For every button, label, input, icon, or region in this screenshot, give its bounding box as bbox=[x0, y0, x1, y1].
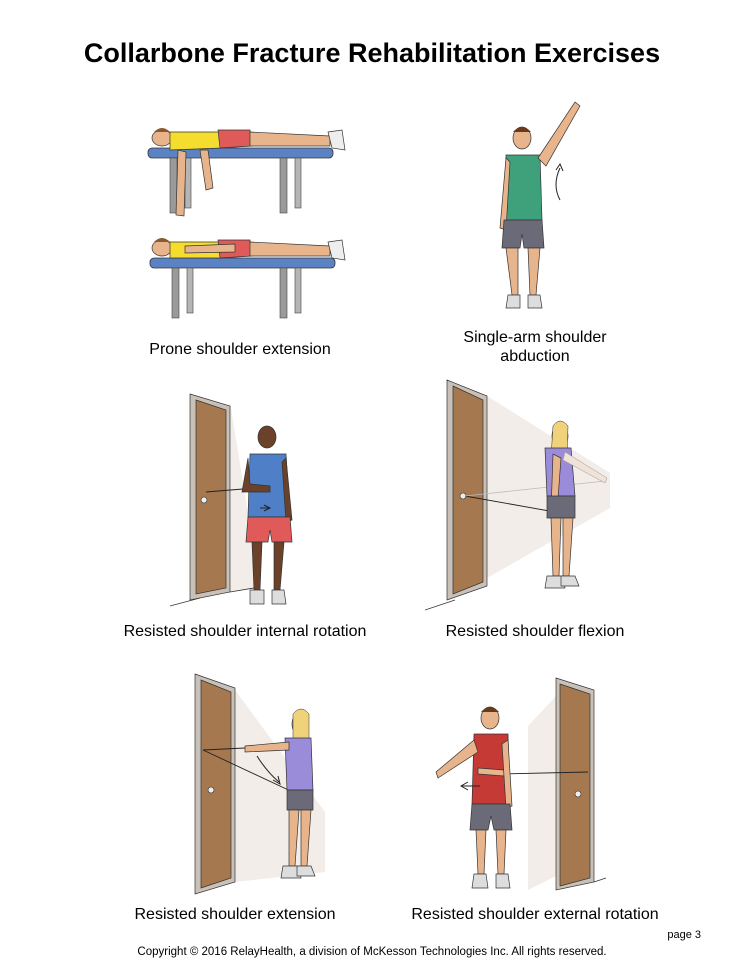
caption-line-1: Single-arm shoulder bbox=[463, 329, 607, 346]
page-number: page 3 bbox=[667, 929, 701, 941]
figure-resisted-shoulder-internal-rotation bbox=[170, 392, 310, 612]
figure-resisted-shoulder-external-rotation bbox=[428, 676, 608, 898]
figure-resisted-shoulder-extension bbox=[185, 672, 335, 897]
caption-line-2: abduction bbox=[500, 348, 570, 365]
caption-single-arm-shoulder-abduction: Single-arm shoulder abduction bbox=[430, 328, 640, 366]
person-prone-arms-up bbox=[151, 238, 346, 261]
copyright-notice: Copyright © 2016 RelayHealth, a division… bbox=[137, 946, 607, 958]
figure-resisted-shoulder-flexion bbox=[425, 378, 615, 613]
figure-single-arm-shoulder-abduction bbox=[490, 100, 590, 315]
caption-resisted-shoulder-internal-rotation: Resisted shoulder internal rotation bbox=[123, 623, 367, 640]
caption-prone-shoulder-extension: Prone shoulder extension bbox=[149, 341, 331, 358]
person-prone-arms-down bbox=[151, 128, 346, 217]
page-title: Collarbone Fracture Rehabilitation Exerc… bbox=[83, 38, 661, 68]
bench-lower bbox=[149, 257, 336, 319]
figure-prone-shoulder-extension bbox=[140, 120, 360, 325]
caption-resisted-shoulder-flexion: Resisted shoulder flexion bbox=[445, 623, 625, 640]
bench-upper bbox=[147, 147, 334, 214]
caption-resisted-shoulder-external-rotation: Resisted shoulder external rotation bbox=[411, 906, 659, 923]
caption-resisted-shoulder-extension: Resisted shoulder extension bbox=[134, 906, 336, 923]
